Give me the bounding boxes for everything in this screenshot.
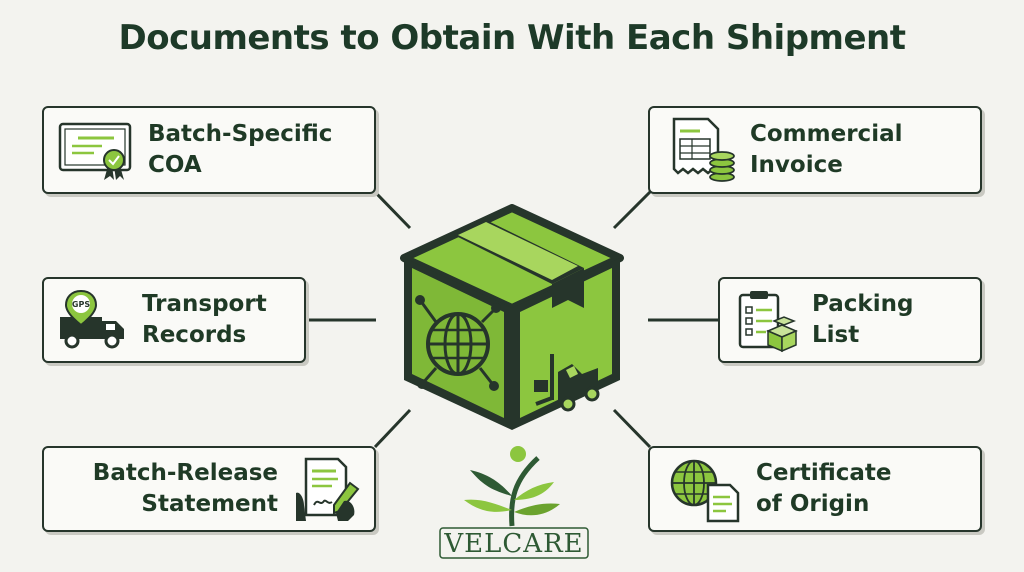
release-label-line2: Statement — [141, 491, 278, 517]
transport-label-line1: Transport — [142, 291, 267, 317]
shipment-box-icon — [400, 204, 624, 430]
signed-document-icon — [296, 457, 360, 521]
packing-label-line1: Packing — [812, 291, 914, 317]
coa-label-line2: COA — [148, 152, 202, 178]
gps-badge-text: GPS — [72, 300, 90, 309]
forklift-icon — [534, 354, 600, 412]
card-transport-records: GPS Transport Records — [42, 277, 306, 363]
origin-label-line1: Certificate — [756, 460, 892, 486]
card-batch-specific-coa: Batch-Specific COA — [42, 106, 376, 194]
packing-label-line2: List — [812, 322, 860, 348]
connector-origin — [612, 408, 652, 449]
page-title: Documents to Obtain With Each Shipment — [118, 18, 907, 58]
connector-invoice — [612, 190, 652, 230]
connector-release — [373, 408, 412, 449]
logo-emblem: VELCARE — [439, 446, 589, 559]
connector-coa — [373, 190, 412, 230]
clipboard-boxes-icon — [738, 291, 798, 353]
invoice-icon — [672, 117, 735, 182]
coa-label-line1: Batch-Specific — [148, 121, 333, 147]
origin-label-line2: of Origin — [756, 491, 870, 517]
transport-label-line2: Records — [142, 322, 247, 348]
invoice-label-line2: Invoice — [750, 152, 843, 178]
card-batch-release-statement: Batch-Release Statement — [42, 446, 376, 532]
globe-document-icon — [670, 459, 740, 523]
logo-text: VELCARE — [443, 529, 583, 559]
velcare-logo: VELCARE — [430, 440, 594, 562]
invoice-label-line1: Commercial — [750, 121, 903, 147]
truck-gps-icon: GPS — [60, 289, 124, 349]
release-label-line1: Batch-Release — [92, 460, 278, 486]
certificate-icon — [58, 122, 132, 180]
card-commercial-invoice: Commercial Invoice — [648, 106, 982, 194]
globe-network-icon — [415, 295, 501, 391]
card-packing-list: Packing List — [718, 277, 982, 363]
card-certificate-of-origin: Certificate of Origin — [648, 446, 982, 532]
